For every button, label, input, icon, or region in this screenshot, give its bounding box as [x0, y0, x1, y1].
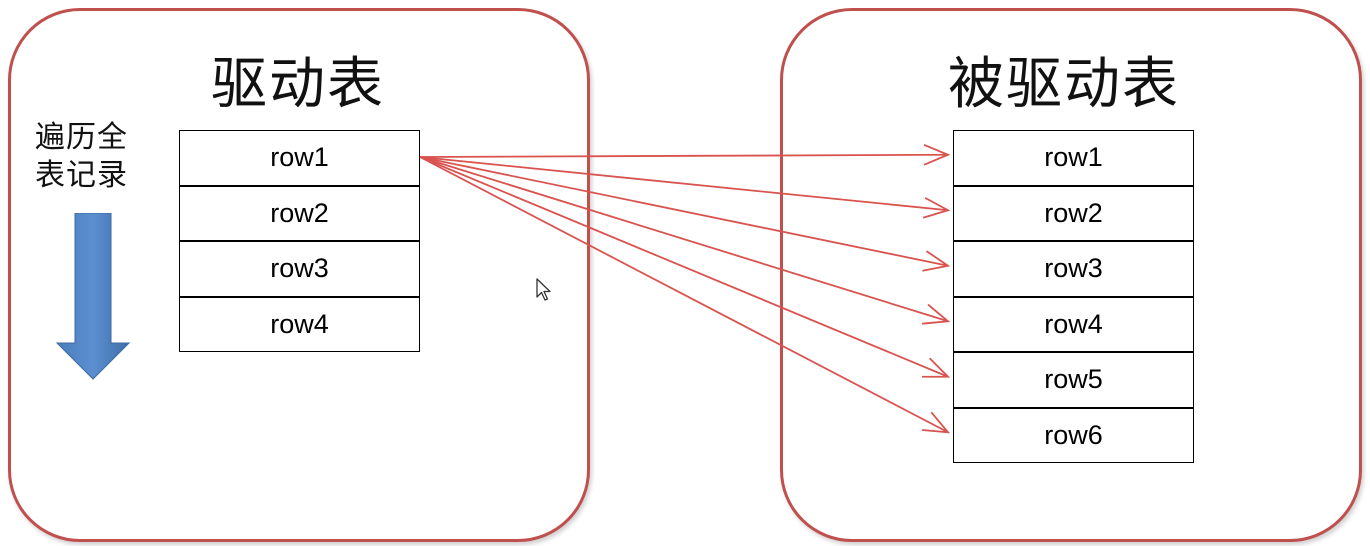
driven-table: row1 row2 row3 row4 row5 row6 [953, 130, 1194, 468]
driven-row-3: row3 [953, 241, 1194, 297]
driven-row-5: row5 [953, 352, 1194, 408]
driving-table-title: 驱动表 [211, 52, 385, 117]
down-arrow-icon [55, 213, 131, 380]
driving-table-panel: 驱动表 遍历全表记录 row1 row2 row3 row4 [8, 8, 590, 542]
mouse-cursor-icon [536, 278, 551, 301]
driven-table-title: 被驱动表 [948, 52, 1180, 117]
driven-table-panel: 被驱动表 row1 row2 row3 row4 row5 row6 [780, 8, 1362, 542]
driving-row-4: row4 [179, 296, 420, 352]
driving-row-1: row1 [179, 130, 420, 186]
driving-row-2: row2 [179, 185, 420, 241]
driven-row-4: row4 [953, 296, 1194, 352]
driving-table: row1 row2 row3 row4 [179, 130, 420, 354]
scan-all-records-label: 遍历全表记录 [35, 120, 128, 193]
driving-row-3: row3 [179, 241, 420, 297]
driven-row-6: row6 [953, 407, 1194, 463]
driven-row-1: row1 [953, 130, 1194, 186]
driven-row-2: row2 [953, 185, 1194, 241]
